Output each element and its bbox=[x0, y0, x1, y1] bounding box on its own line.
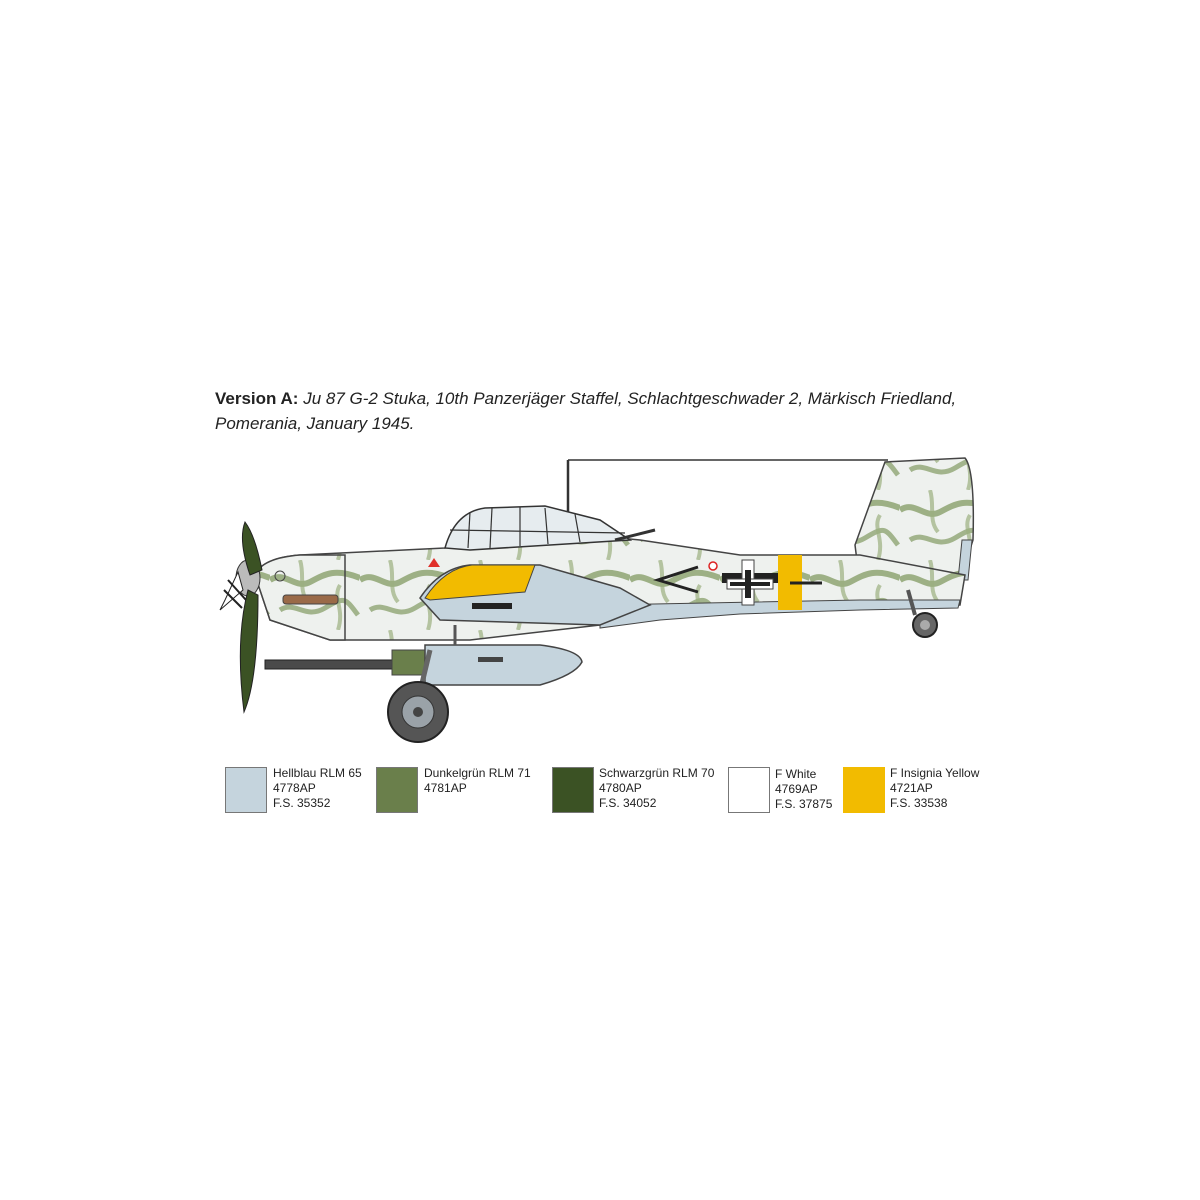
version-label: Version A: bbox=[215, 389, 299, 408]
exhaust bbox=[282, 594, 339, 605]
yellow-wing-band bbox=[424, 564, 536, 601]
propeller-icon bbox=[219, 520, 263, 714]
paint-swatch-hellblau bbox=[225, 767, 267, 813]
rear-gun bbox=[614, 528, 656, 542]
version-description: Ju 87 G-2 Stuka, 10th Panzerjäger Staffe… bbox=[215, 389, 957, 433]
paint-swatch-schwarzgruen bbox=[552, 767, 594, 813]
paint-swatch-dunkelgruen bbox=[376, 767, 418, 813]
balkenkreuz-icon bbox=[722, 559, 778, 606]
paint-swatch-yellow bbox=[843, 767, 885, 813]
landing-gear-icon bbox=[387, 649, 449, 743]
aircraft-profile-icon bbox=[219, 457, 975, 743]
version-caption: Version A: Ju 87 G-2 Stuka, 10th Panzerj… bbox=[215, 386, 1015, 436]
cannon-pod-icon bbox=[264, 625, 583, 686]
paint-swatch-white bbox=[728, 767, 770, 813]
